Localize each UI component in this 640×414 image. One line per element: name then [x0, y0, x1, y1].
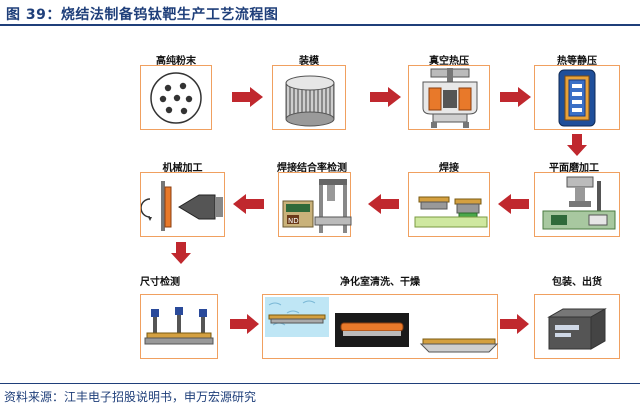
step-label-hip: 热等静压	[557, 56, 597, 67]
flow-arrow-right-5	[500, 314, 529, 334]
cleanroom-icon	[265, 297, 499, 353]
ultrasonic-tester-icon: ND	[282, 179, 352, 233]
flow-arrow-down-2	[171, 242, 191, 264]
step-box-hip	[534, 65, 620, 130]
step-label-bond-inspection: 焊接结合率检测	[277, 163, 347, 174]
source-note: 资料来源：江丰电子招股说明书，申万宏源研究	[4, 390, 257, 404]
flow-arrow-right-3	[500, 87, 531, 107]
flow-arrow-left-2	[368, 194, 399, 214]
hip-vessel-icon	[558, 69, 596, 127]
step-box-cleanroom	[262, 294, 499, 359]
step-box-surface-grinding	[534, 172, 620, 237]
title-divider	[0, 24, 640, 26]
step-label-powder: 高纯粉末	[156, 56, 196, 67]
step-box-molding	[272, 65, 346, 130]
step-label-packaging: 包装、出货	[552, 277, 602, 288]
figure-title: 图 39：烧结法制备钨钛靶生产工艺流程图	[6, 7, 279, 23]
vacuum-press-icon	[422, 68, 478, 128]
welding-station-icon	[414, 196, 488, 228]
powder-jar-icon	[150, 72, 202, 124]
lathe-icon	[141, 181, 223, 231]
flow-arrow-right-1	[232, 87, 263, 107]
flow-arrow-down-1	[567, 134, 587, 156]
step-label-cleanroom: 净化室清洗、干燥	[340, 277, 420, 288]
flow-arrow-right-4	[230, 314, 259, 334]
mold-cylinder-icon	[285, 75, 335, 127]
step-label-surface-grinding: 平面磨加工	[549, 163, 599, 174]
step-box-dimension-check	[140, 294, 218, 359]
step-box-packaging	[534, 294, 620, 359]
step-box-machining	[140, 172, 225, 237]
step-box-bond-inspection: ND	[278, 172, 352, 237]
step-label-molding: 装模	[299, 56, 319, 67]
step-label-machining: 机械加工	[162, 163, 203, 174]
step-box-vacuum-hot-press	[408, 65, 490, 130]
inset-text: ND	[288, 217, 299, 225]
grinding-machine-icon	[542, 176, 616, 230]
step-label-vacuum-hot-press: 真空热压	[429, 56, 469, 67]
flow-arrow-left-3	[498, 194, 529, 214]
step-box-powder	[140, 65, 212, 130]
footer-divider	[0, 383, 640, 384]
step-label-dimension-check: 尺寸检测	[140, 277, 180, 288]
flow-arrow-right-2	[370, 87, 401, 107]
step-box-welding	[408, 172, 490, 237]
flow-arrow-left-1	[233, 194, 264, 214]
dimension-gauge-icon	[144, 307, 214, 345]
package-box-icon	[547, 308, 607, 350]
step-label-welding: 焊接	[439, 163, 459, 174]
